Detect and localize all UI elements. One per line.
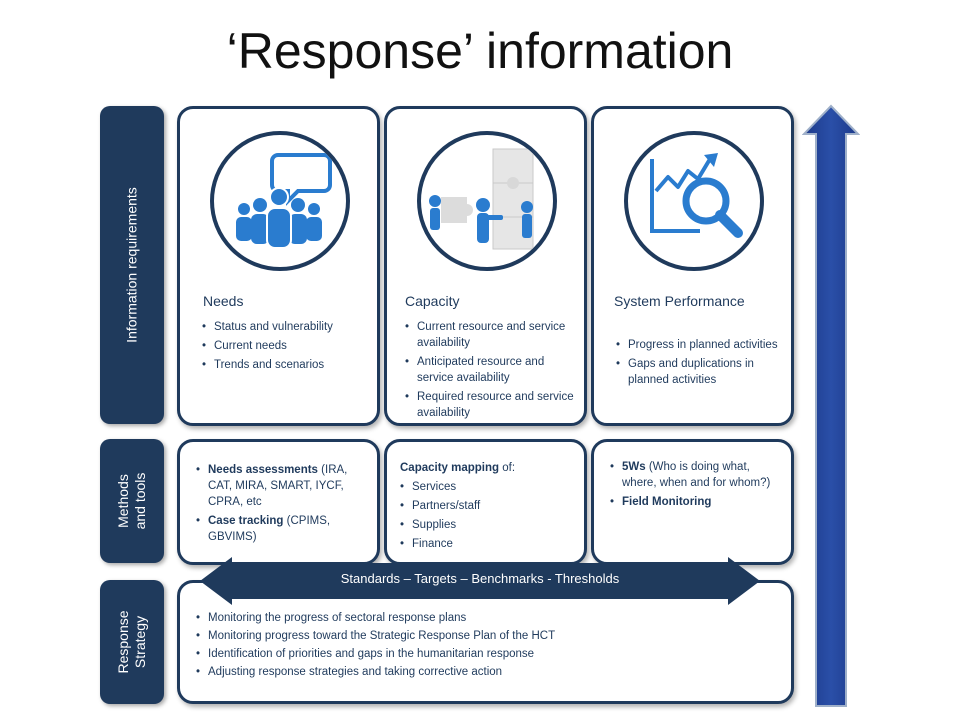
strategy-list: Monitoring the progress of sectoral resp… [196, 611, 756, 683]
puzzle-people-icon [429, 148, 534, 250]
performance-methods-card: 5Ws (Who is doing what, where, when and … [591, 439, 794, 565]
standards-band-label: Standards – Targets – Benchmarks - Thres… [340, 571, 620, 586]
list-item: Finance [400, 536, 570, 552]
performance-methods-list: 5Ws (Who is doing what, where, when and … [610, 459, 785, 513]
capacity-bullet-list: Current resource and service availabilit… [405, 319, 580, 424]
needs-card: Needs Status and vulnerability Current n… [177, 106, 380, 426]
list-item: Field Monitoring [610, 494, 785, 510]
capacity-heading: Capacity [405, 293, 460, 309]
performance-card: System Performance Progress in planned a… [591, 106, 794, 426]
list-item: 5Ws (Who is doing what, where, when and … [610, 459, 785, 491]
up-arrow-icon [802, 104, 860, 707]
list-item: Needs assessments (IRA, CAT, MIRA, SMART… [196, 462, 374, 510]
list-item: Gaps and duplications in planned activit… [616, 356, 786, 388]
list-item: Status and vulnerability [202, 319, 372, 335]
list-item: Progress in planned activities [616, 337, 786, 353]
list-item: Required resource and service availabili… [405, 389, 580, 421]
capacity-methods-list: Services Partners/staff Supplies Finance [400, 479, 570, 555]
needs-methods-card: Needs assessments (IRA, CAT, MIRA, SMART… [177, 439, 380, 565]
list-item: Current resource and service availabilit… [405, 319, 580, 351]
needs-circle [210, 131, 350, 271]
list-item: Case tracking (CPIMS, GBVIMS) [196, 513, 374, 545]
list-item: Trends and scenarios [202, 357, 372, 373]
list-item: Current needs [202, 338, 372, 354]
standards-band-arrow [200, 557, 760, 605]
performance-heading: System Performance [614, 293, 745, 309]
people-speech-icon [236, 153, 332, 249]
row-label-text: Methods and tools [115, 472, 148, 530]
row-label-text: Response Strategy [115, 610, 148, 674]
list-item: Supplies [400, 517, 570, 533]
page-title: ‘Response’ information [226, 23, 734, 79]
list-item: Monitoring the progress of sectoral resp… [196, 611, 756, 626]
needs-methods-list: Needs assessments (IRA, CAT, MIRA, SMART… [196, 462, 374, 548]
row-label-information-requirements: Information requirements [100, 106, 164, 424]
list-item: Services [400, 479, 570, 495]
needs-bullet-list: Status and vulnerability Current needs T… [202, 319, 372, 376]
capacity-methods-title: Capacity mapping of: [400, 462, 516, 474]
capacity-methods-card: Capacity mapping of: Services Partners/s… [384, 439, 587, 565]
row-label-methods-tools: Methods and tools [100, 439, 164, 563]
performance-bullet-list: Progress in planned activities Gaps and … [616, 337, 786, 391]
row-label-text: Information requirements [123, 187, 140, 343]
performance-circle [624, 131, 764, 271]
list-item: Adjusting response strategies and taking… [196, 665, 756, 680]
row-label-response-strategy: Response Strategy [100, 580, 164, 704]
capacity-circle [417, 131, 557, 271]
list-item: Partners/staff [400, 498, 570, 514]
list-item: Monitoring progress toward the Strategic… [196, 629, 756, 644]
list-item: Identification of priorities and gaps in… [196, 647, 756, 662]
chart-magnifier-icon [650, 153, 743, 238]
needs-heading: Needs [203, 293, 244, 309]
list-item: Anticipated resource and service availab… [405, 354, 580, 386]
capacity-card: Capacity Current resource and service av… [384, 106, 587, 426]
